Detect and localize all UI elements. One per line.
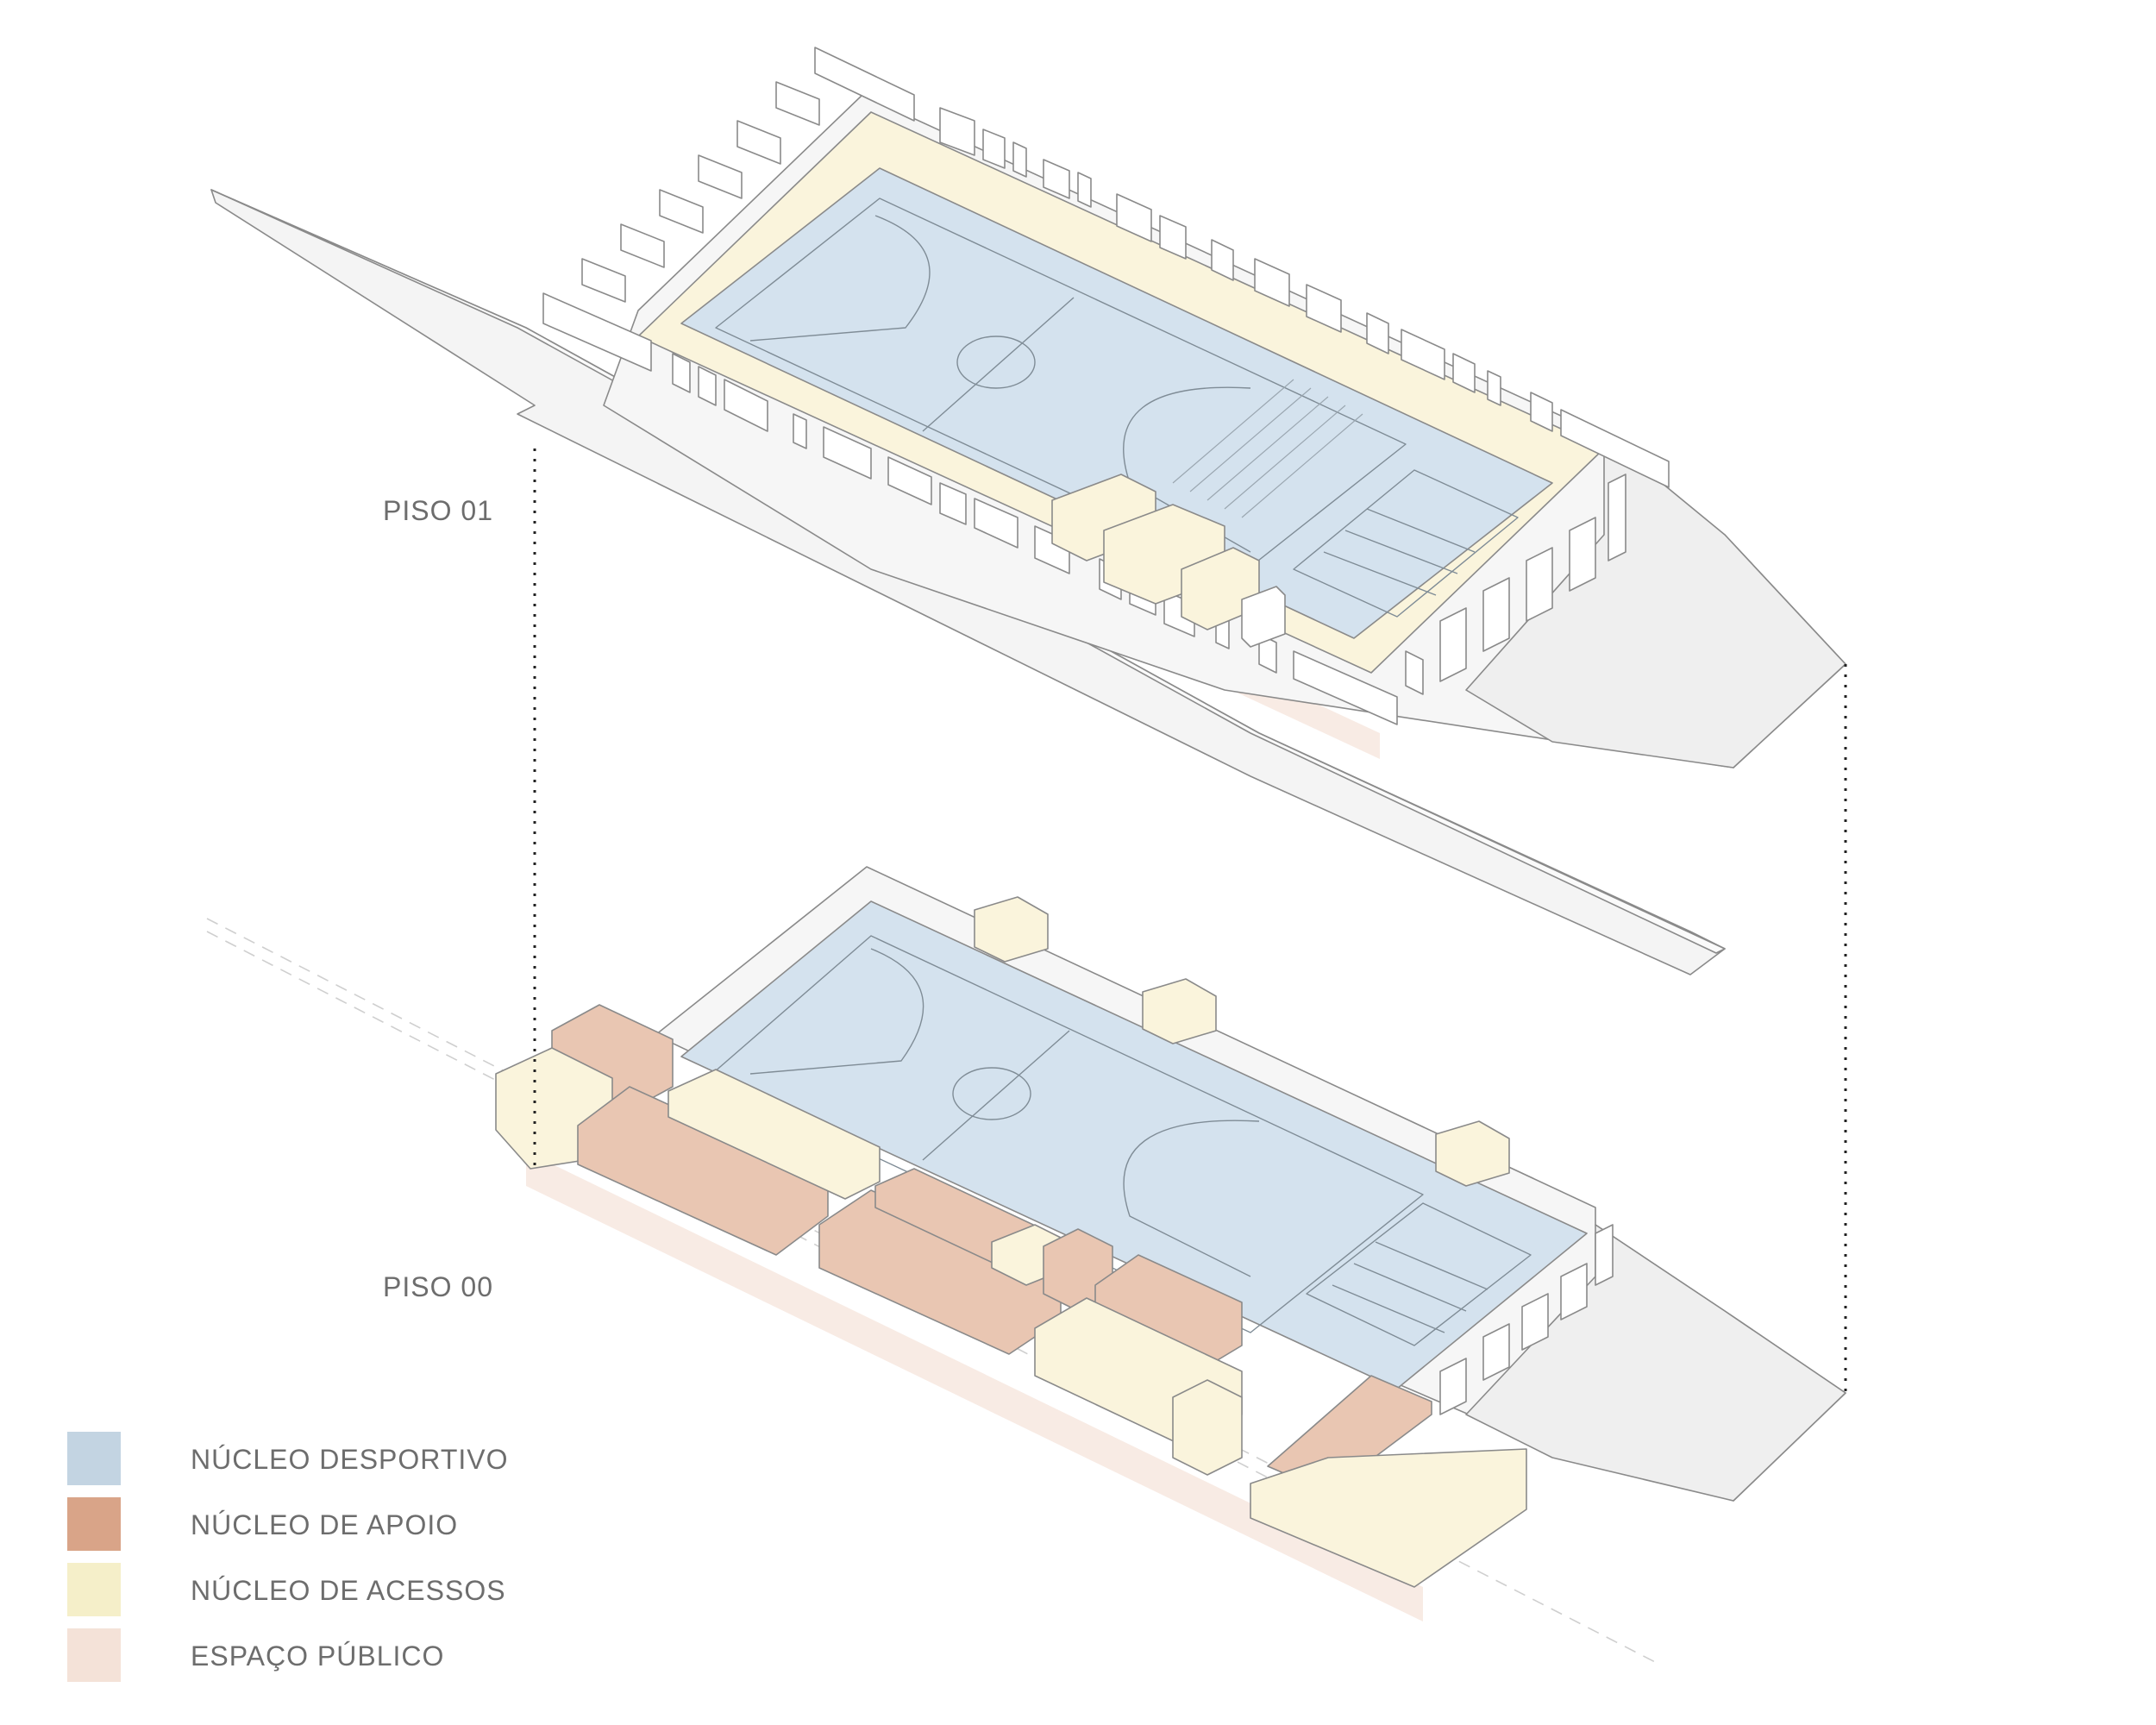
- piso-00-model: [206, 866, 1846, 1665]
- piso-01-model: [210, 47, 1846, 975]
- legend-label-apoio: NÚCLEO DE APOIO: [191, 1509, 459, 1540]
- legend-swatch-desportivo: [67, 1432, 121, 1485]
- fins-east-ground: [1439, 1224, 1614, 1415]
- floor-label-piso-00: PISO 00: [383, 1271, 493, 1302]
- floor-label-piso-01: PISO 01: [383, 495, 493, 526]
- alignment-lines: [533, 448, 1847, 1393]
- access-block-east-tall: [1172, 1379, 1243, 1476]
- access-volumes-upper: [1051, 474, 1286, 648]
- legend-label-desportivo: NÚCLEO DESPORTIVO: [191, 1444, 509, 1475]
- court-lines-ground: [706, 935, 1532, 1346]
- sports-core-upper: [680, 167, 1553, 639]
- bleachers-upper: [1172, 379, 1363, 518]
- legend-swatch-apoio: [67, 1497, 121, 1551]
- access-north-boxes-ground: [974, 896, 1510, 1187]
- support-volumes-ground: [495, 1004, 1527, 1588]
- legend-swatch-acessos: [67, 1563, 121, 1616]
- access-block-se: [1250, 1448, 1527, 1588]
- legend-swatch-publico: [67, 1628, 121, 1682]
- access-block-west: [667, 1069, 881, 1200]
- public-space-strip-ground: [526, 1151, 1423, 1622]
- support-block-west: [577, 1086, 829, 1256]
- fins-north-upper: [542, 47, 1670, 488]
- legend-label-acessos: NÚCLEO DE ACESSOS: [191, 1575, 506, 1606]
- legend-label-publico: ESPAÇO PÚBLICO: [191, 1640, 445, 1672]
